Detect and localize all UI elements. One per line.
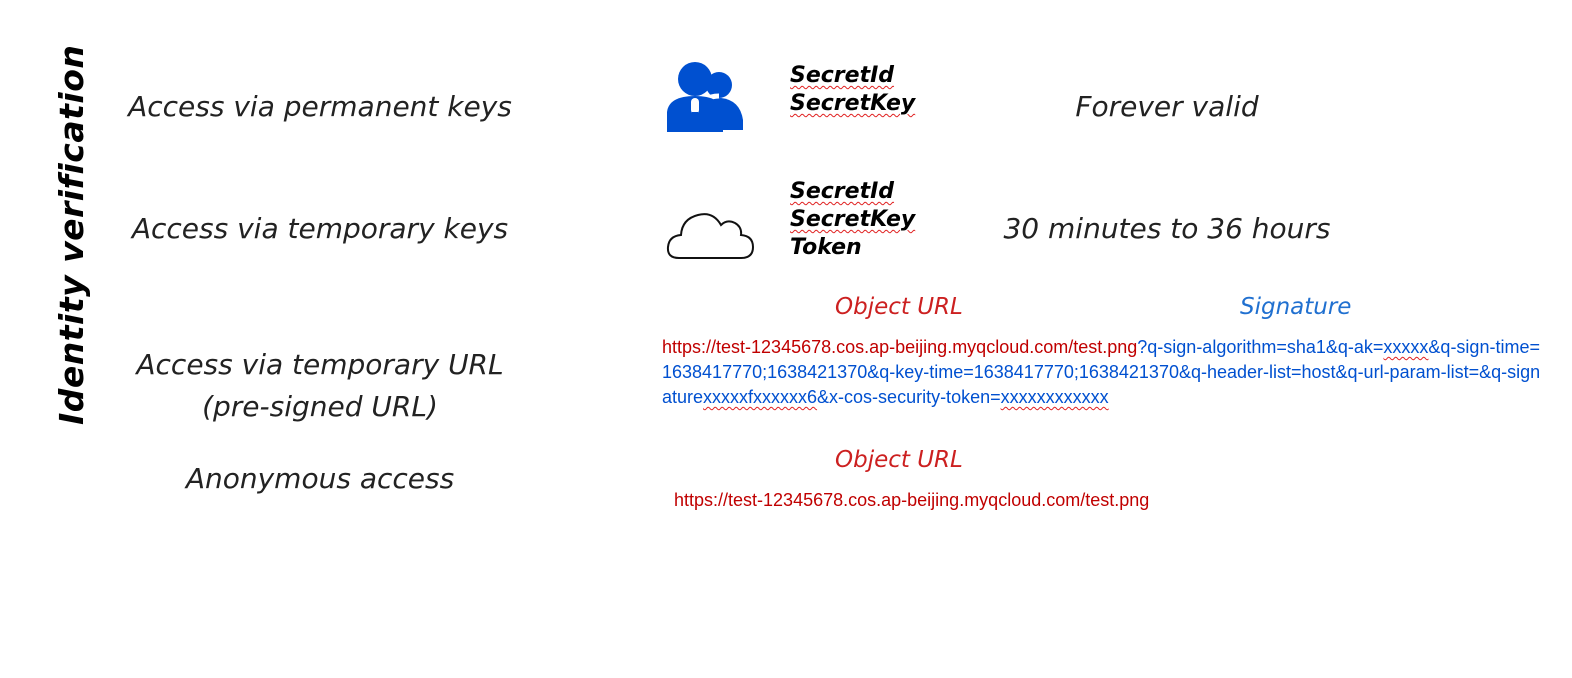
anonymous-object-url-label: Object URL bbox=[835, 447, 963, 473]
key-secretid: SecretId bbox=[790, 63, 895, 88]
temporary-keys-list: SecretId SecretKey Token bbox=[790, 178, 915, 262]
signature-label: Signature bbox=[1240, 294, 1352, 320]
key-secretid: SecretId bbox=[790, 179, 895, 204]
side-title: Identity verification bbox=[52, 44, 91, 425]
object-url-label: Object URL bbox=[835, 294, 963, 320]
validity-permanent: Forever valid bbox=[1075, 90, 1259, 123]
method-temporary-url-line1: Access via temporary URL bbox=[136, 348, 504, 381]
validity-temporary: 30 minutes to 36 hours bbox=[1003, 212, 1331, 245]
cloud-icon bbox=[665, 205, 757, 263]
url-signature-part: ?q-sign-algorithm=sha1&q-ak=xxxxx&q-sign… bbox=[662, 337, 1541, 407]
presigned-url: https://test-12345678.cos.ap-beijing.myq… bbox=[662, 335, 1542, 410]
url-object-part: https://test-12345678.cos.ap-beijing.myq… bbox=[662, 337, 1138, 357]
method-anonymous: Anonymous access bbox=[185, 462, 455, 495]
user-group-icon bbox=[664, 60, 746, 134]
key-token: Token bbox=[790, 235, 862, 260]
method-temporary-url-line2: (pre-signed URL) bbox=[202, 390, 438, 423]
key-secretkey: SecretKey bbox=[790, 207, 916, 232]
method-temporary-url: Access via temporary URL (pre-signed URL… bbox=[110, 344, 530, 428]
permanent-keys-list: SecretId SecretKey bbox=[790, 62, 915, 118]
anonymous-url: https://test-12345678.cos.ap-beijing.myq… bbox=[674, 490, 1150, 510]
key-secretkey: SecretKey bbox=[790, 91, 916, 116]
method-permanent-keys: Access via permanent keys bbox=[128, 90, 512, 123]
method-temporary-keys: Access via temporary keys bbox=[131, 212, 509, 245]
